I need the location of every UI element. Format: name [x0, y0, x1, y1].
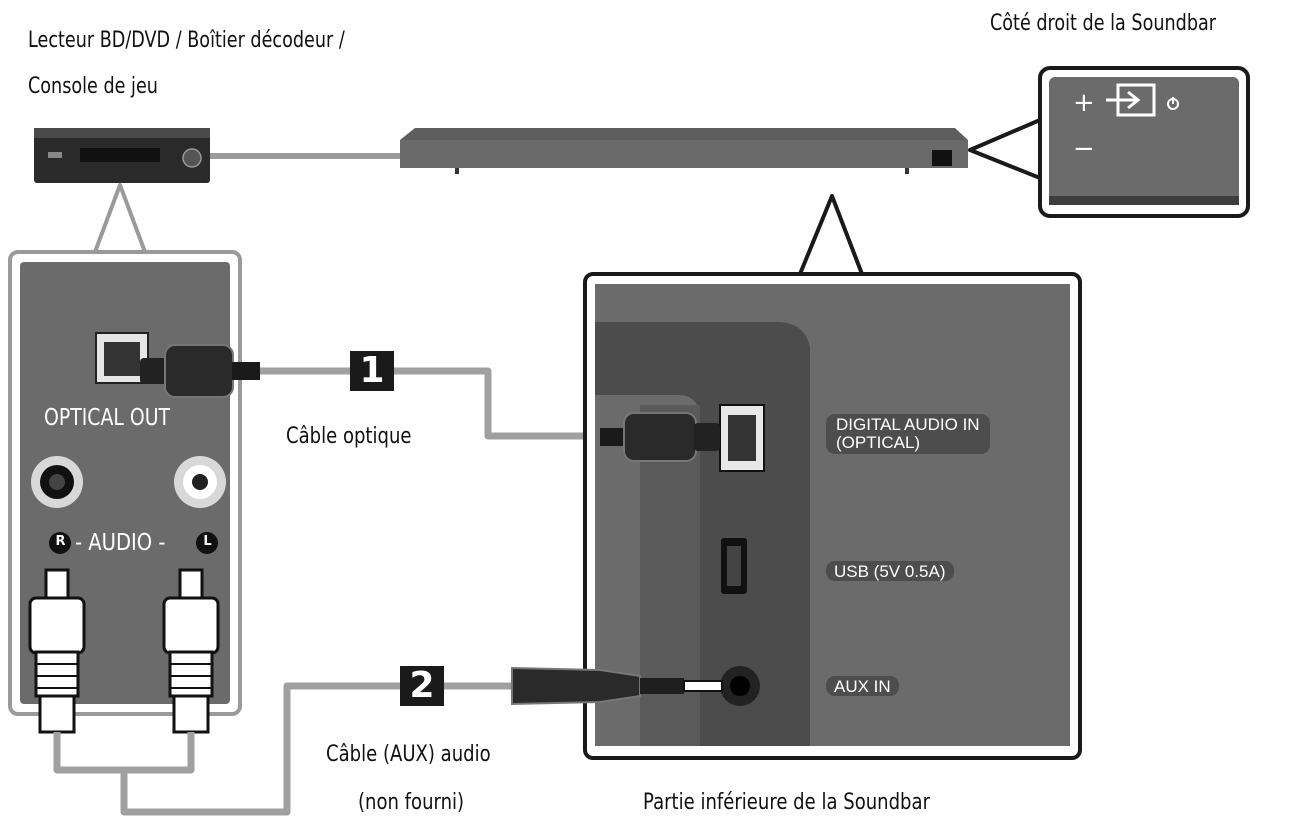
usb-port-icon [721, 538, 747, 594]
rca-plug-left-icon [162, 568, 220, 734]
left-channel-letter: L [203, 534, 212, 549]
aux-cable [120, 682, 400, 816]
optical-cable [260, 367, 602, 440]
right-channel-letter: R [55, 534, 66, 549]
bd-dvd-player-icon [34, 128, 210, 183]
digital-audio-in-line2: (OPTICAL) [836, 433, 921, 452]
optical-plug-source-icon [140, 344, 260, 398]
step-2-badge: 2 [400, 666, 444, 706]
left-channel-badge [196, 532, 218, 554]
aux-in-tag: AUX IN [826, 676, 899, 696]
source-device-label-line2: Console de jeu [28, 74, 158, 99]
soundbar-icon [400, 128, 968, 174]
aux-plug-icon [511, 666, 723, 706]
optical-out-port-icon [95, 332, 149, 384]
optical-plug-soundbar-icon [600, 412, 720, 462]
right-channel-badge [49, 532, 71, 554]
digital-audio-in-tag: DIGITAL AUDIO IN (OPTICAL) [826, 414, 990, 454]
soundbar-bottom-label: Partie inférieure de la Soundbar [643, 790, 930, 815]
source-device-label-line1: Lecteur BD/DVD / Boîtier décodeur / [28, 28, 345, 53]
aux-in-jack-icon [720, 666, 760, 706]
rca-plug-right-icon [28, 568, 86, 734]
source-input-icon [1106, 83, 1156, 117]
audio-label: - AUDIO - [75, 530, 166, 556]
soundbar-right-side-label: Côté droit de la Soundbar [990, 11, 1217, 36]
digital-audio-in-line1: DIGITAL AUDIO IN [836, 415, 980, 434]
optical-out-label: OPTICAL OUT [44, 405, 171, 431]
aux-cable-label-line1: Câble (AUX) audio [326, 742, 491, 767]
volume-minus-label: − [1073, 134, 1095, 164]
aux-cable-label-line2: (non fourni) [358, 790, 465, 815]
rca-jack-left-icon [174, 456, 226, 508]
usb-tag: USB (5V 0.5A) [826, 561, 954, 581]
optical-in-port-icon [719, 404, 765, 472]
optical-cable-label: Câble optique [286, 424, 412, 449]
volume-plus-label: + [1073, 88, 1095, 118]
step-1-badge: 1 [350, 351, 394, 391]
aux-y-cable [53, 732, 195, 774]
rca-jack-right-icon [31, 456, 83, 508]
power-icon [1167, 97, 1179, 110]
